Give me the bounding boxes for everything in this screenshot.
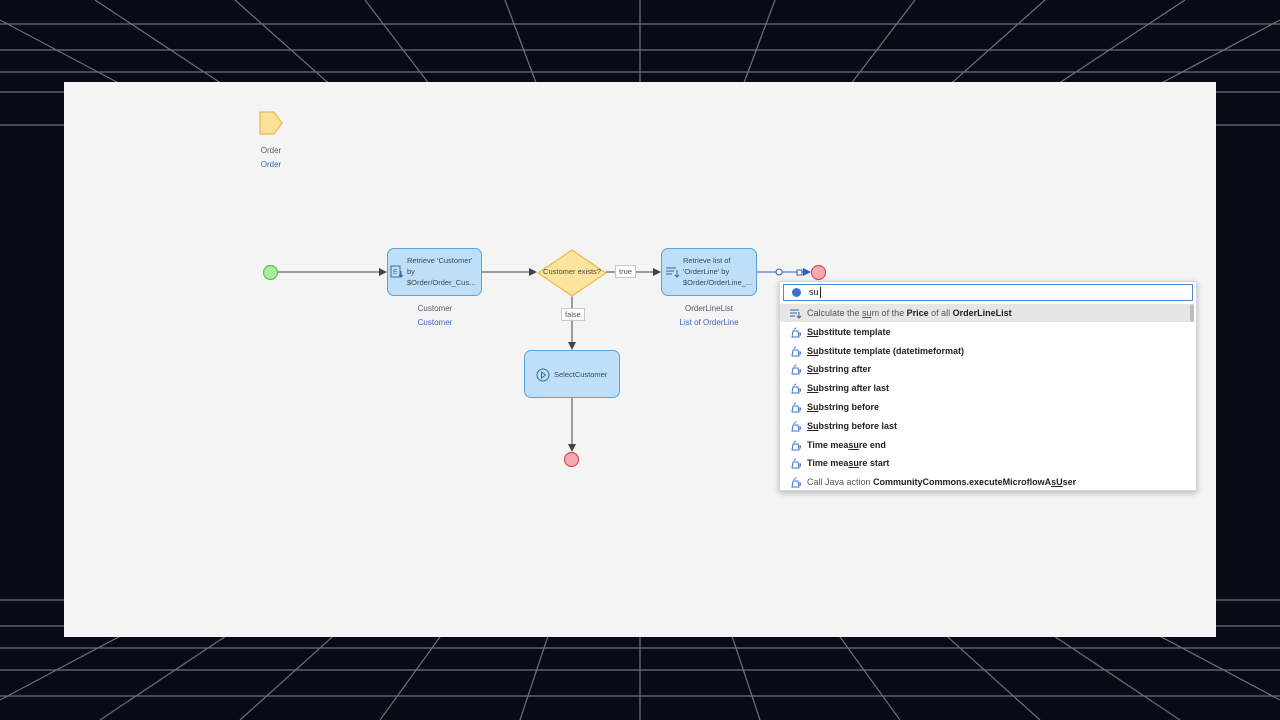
suggestion-label: Time measure end (807, 439, 886, 450)
search-icon (792, 288, 801, 297)
retrieve-list-icon (666, 267, 680, 278)
java-action-icon (790, 364, 801, 375)
decision-label: Customer exists? (543, 267, 601, 276)
retrieve-orderlines-line1: Retrieve list of (683, 256, 731, 265)
suggestion-item[interactable]: Substring after last (780, 379, 1190, 397)
start-event-icon[interactable] (262, 264, 279, 281)
select-customer-activity[interactable]: SelectCustomer (524, 350, 620, 398)
retrieve-customer-activity[interactable]: E Retrieve 'Customer' by $Order/Order_Cu… (387, 248, 482, 296)
retrieve-orderlines-line3: $Order/OrderLine_... (683, 278, 753, 287)
svg-text:E: E (393, 269, 398, 276)
retrieve-customer-line3: $Order/Order_Cus... (407, 278, 476, 287)
orderlinelist-output-type: List of OrderLine (679, 318, 739, 327)
end-event-icon[interactable] (810, 264, 827, 281)
suggestion-item[interactable]: Substring before last (780, 417, 1190, 435)
parameter-icon[interactable] (259, 111, 283, 135)
suggestion-item[interactable]: Substitute template (datetimeformat) (780, 342, 1190, 360)
java-action-icon (790, 402, 801, 413)
retrieve-customer-line2: by (407, 267, 415, 276)
play-circle-icon (536, 368, 550, 382)
action-search-popup: su Calculate the sum of the Price of all… (779, 281, 1197, 491)
java-action-icon (790, 346, 801, 357)
search-value: su (809, 287, 819, 297)
decision-diamond[interactable] (537, 249, 607, 297)
select-customer-label: SelectCustomer (554, 370, 608, 379)
suggestion-label: Call Java action CommunityCommons.execut… (807, 477, 1077, 488)
customer-output-name: Customer (417, 304, 453, 313)
parameter-type: Order (260, 160, 282, 169)
suggestion-label: Substitute template (datetimeformat) (807, 345, 965, 356)
suggestion-label: Substring before (807, 402, 880, 412)
suggestion-item[interactable]: Substitute template (780, 323, 1190, 341)
java-action-icon (790, 383, 801, 394)
suggestion-item[interactable]: Substring before (780, 398, 1190, 416)
suggestion-item[interactable]: Call Java action CommunityCommons.execut… (780, 473, 1190, 491)
suggestion-label: Time measure start (807, 458, 890, 469)
parameter-name: Order (260, 146, 282, 155)
retrieve-icon: E (390, 265, 404, 278)
suggestion-label: Calculate the sum of the Price of all Or… (807, 308, 1012, 318)
flow-label-false[interactable]: false (561, 308, 585, 321)
java-action-icon (790, 477, 801, 488)
customer-output-type: Customer (417, 318, 453, 327)
suggestion-label: Substring after last (807, 383, 890, 394)
suggestion-label: Substitute template (807, 326, 891, 337)
suggestion-label: Substring before last (807, 420, 898, 431)
suggestion-item[interactable]: Time measure start (780, 454, 1190, 472)
suggestion-label: Substring after (807, 364, 872, 375)
suggestion-item[interactable]: Substring after (780, 360, 1190, 378)
retrieve-customer-line1: Retrieve 'Customer' (407, 256, 473, 265)
flow-label-true[interactable]: true (615, 265, 636, 278)
suggestion-item[interactable]: Calculate the sum of the Price of all Or… (780, 304, 1190, 322)
scrollbar-thumb[interactable] (1190, 304, 1194, 322)
retrieve-orderlines-activity[interactable]: Retrieve list of 'OrderLine' by $Order/O… (661, 248, 757, 296)
aggregate-list-icon (790, 308, 802, 319)
search-input[interactable]: su (783, 284, 1193, 301)
retrieve-orderlines-line2: 'OrderLine' by (683, 267, 730, 276)
text-caret (820, 287, 821, 298)
suggestion-item[interactable]: Time measure end (780, 436, 1190, 454)
java-action-icon (790, 327, 801, 338)
end-event-icon[interactable] (563, 451, 580, 468)
java-action-icon (790, 440, 801, 451)
java-action-icon (790, 421, 801, 432)
orderlinelist-output-name: OrderLineList (684, 304, 734, 313)
java-action-icon (790, 458, 801, 469)
